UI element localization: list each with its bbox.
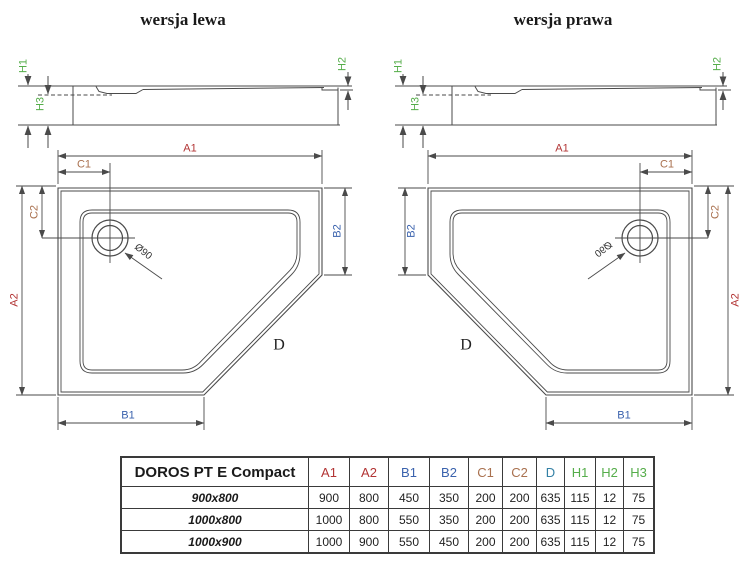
cell-d: 635: [536, 486, 565, 509]
dim-label-d-left: D: [273, 336, 285, 354]
cell-b2: 350: [429, 486, 469, 509]
dim-label-c1-left: C1: [75, 158, 93, 171]
cell-h1: 115: [564, 486, 596, 509]
left-plan-view: [57, 187, 323, 396]
cell-b2: 350: [429, 508, 469, 531]
cell-b1: 450: [388, 486, 430, 509]
right-profile-view: [395, 62, 731, 148]
col-header-b1: B1: [388, 456, 430, 487]
col-header-a1: A1: [308, 456, 350, 487]
cell-a2: 800: [349, 508, 389, 531]
cell-h2: 12: [595, 486, 624, 509]
right-tray-outline: [427, 187, 693, 396]
cell-h1: 115: [564, 508, 596, 531]
cell-c1: 200: [468, 486, 503, 509]
col-header-h1: H1: [564, 456, 596, 487]
cell-h2: 12: [595, 508, 624, 531]
left-plan-dimensions: [16, 150, 352, 430]
col-header-b2: B2: [429, 456, 469, 487]
dim-label-b1-right: B1: [616, 409, 632, 422]
row-size: 1000x900: [120, 530, 309, 554]
cell-a1: 900: [308, 486, 350, 509]
dim-label-b2-right: B2: [405, 223, 418, 239]
cell-h2: 12: [595, 530, 624, 554]
dim-label-a2-right: A2: [729, 292, 742, 308]
col-header-h3: H3: [623, 456, 655, 487]
right-basin-outline: [449, 209, 671, 374]
col-header-h2: H2: [595, 456, 624, 487]
row-size: 1000x800: [120, 508, 309, 531]
col-header-c2: C2: [502, 456, 537, 487]
cell-a1: 1000: [308, 508, 350, 531]
dim-label-c1-right: C1: [658, 158, 676, 171]
dim-label-a2-left: A2: [8, 292, 21, 308]
right-plan-view: [427, 187, 693, 396]
dim-label-b1-left: B1: [120, 409, 136, 422]
right-version-title: wersja prawa: [513, 10, 613, 29]
left-basin-outline: [79, 209, 301, 374]
dim-label-h3-left: H3: [34, 95, 47, 113]
right-plan-dimensions: [398, 150, 734, 430]
table-header-row: DOROS PT E Compact A1 A2 B1 B2 C1 C2 D H…: [120, 456, 655, 487]
dim-label-c2-right: C2: [709, 203, 722, 221]
dim-label-c2-left: C2: [28, 203, 41, 221]
dim-label-h1-right: H1: [392, 57, 405, 75]
dim-label-a1-left: A1: [182, 142, 198, 155]
cell-h3: 75: [623, 530, 655, 554]
product-name: DOROS PT E Compact: [120, 456, 309, 487]
dim-label-h2-right: H2: [711, 55, 724, 73]
col-header-c1: C1: [468, 456, 503, 487]
cell-c1: 200: [468, 508, 503, 531]
cell-d: 635: [536, 530, 565, 554]
cell-d: 635: [536, 508, 565, 531]
dim-label-h2-left: H2: [336, 55, 349, 73]
cell-c2: 200: [502, 486, 537, 509]
cell-h1: 115: [564, 530, 596, 554]
cell-h3: 75: [623, 508, 655, 531]
cell-b1: 550: [388, 530, 430, 554]
cell-b1: 550: [388, 508, 430, 531]
cell-b2: 450: [429, 530, 469, 554]
dim-label-a1-right: A1: [554, 142, 570, 155]
cell-a2: 900: [349, 530, 389, 554]
col-header-d: D: [536, 456, 565, 487]
cell-c1: 200: [468, 530, 503, 554]
dimensions-table: DOROS PT E Compact A1 A2 B1 B2 C1 C2 D H…: [120, 456, 655, 554]
cell-a2: 800: [349, 486, 389, 509]
table-row: 1000x800 1000 800 550 350 200 200 635 11…: [120, 508, 655, 531]
dim-label-b2-left: B2: [331, 223, 344, 239]
table-row: 900x800 900 800 450 350 200 200 635 115 …: [120, 486, 655, 509]
left-tray-outline: [57, 187, 323, 396]
dim-label-h3-right: H3: [409, 95, 422, 113]
dim-label-d-right: D: [460, 336, 472, 354]
cell-a1: 1000: [308, 530, 350, 554]
cell-c2: 200: [502, 508, 537, 531]
left-profile-view: [18, 62, 353, 148]
col-header-a2: A2: [349, 456, 389, 487]
dim-label-h1-left: H1: [17, 57, 30, 75]
row-size: 900x800: [120, 486, 309, 509]
cell-c2: 200: [502, 530, 537, 554]
table-row: 1000x900 1000 900 550 450 200 200 635 11…: [120, 530, 655, 554]
cell-h3: 75: [623, 486, 655, 509]
left-version-title: wersja lewa: [140, 10, 226, 29]
